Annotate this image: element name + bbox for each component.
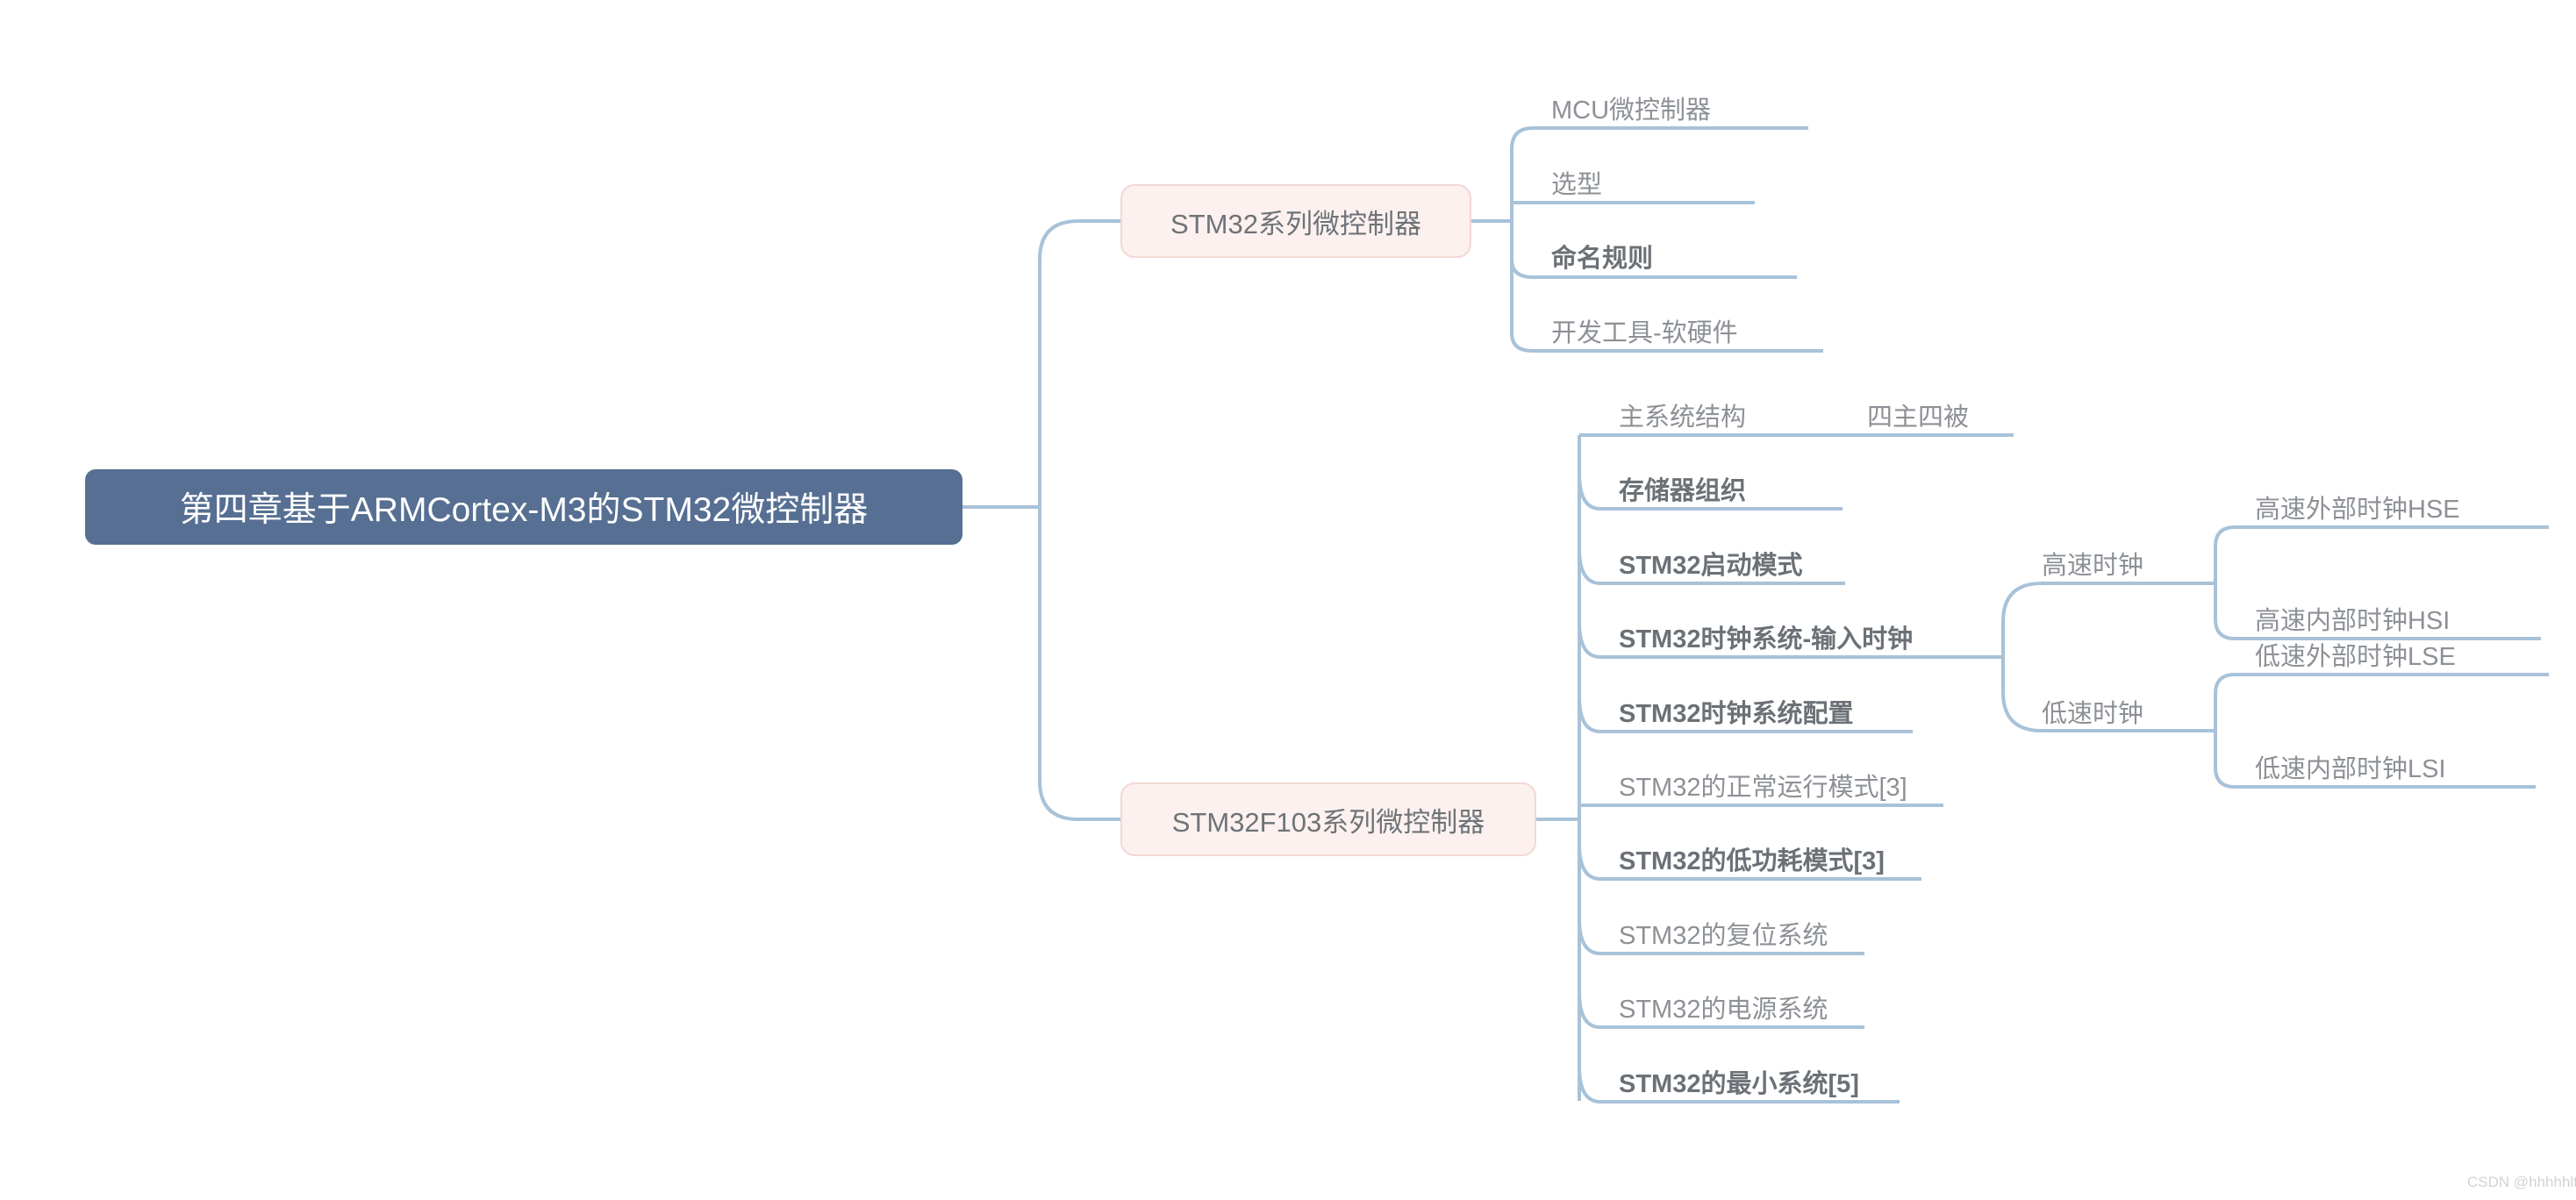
branch-node-label: STM32系列微控制器	[1170, 208, 1421, 239]
branch-node-label: STM32F103系列微控制器	[1171, 806, 1485, 838]
watermark: CSDN @hhhhhlt	[2467, 1174, 2576, 1191]
leaf-hsi[interactable]: 高速内部时钟HSI	[2255, 604, 2450, 639]
leaf-label: 开发工具-软硬件	[1551, 318, 1738, 347]
leaf-label: 选型	[1551, 170, 1603, 199]
leaf-low-speed-clock[interactable]: 低速时钟	[2042, 696, 2143, 732]
edge-b1-leaf-0	[1510, 126, 1808, 150]
branch-node-stm32f103-series[interactable]: STM32F103系列微控制器	[1120, 782, 1536, 856]
leaf-clock-system-input[interactable]: STM32时钟系统-输入时钟	[1619, 622, 1913, 657]
edge-clock-high	[2001, 582, 2123, 623]
leaf-reset-system[interactable]: STM32的复位系统	[1619, 918, 1828, 954]
leaf-label: STM32的电源系统	[1619, 995, 1828, 1024]
leaf-clock-system-config[interactable]: STM32时钟系统配置	[1619, 696, 1853, 732]
leaf-label: STM32的复位系统	[1619, 921, 1828, 950]
leaf-minimum-system[interactable]: STM32的最小系统[5]	[1619, 1067, 1859, 1102]
leaf-label: 低速时钟	[2042, 699, 2144, 728]
leaf-boot-mode[interactable]: STM32启动模式	[1619, 548, 1802, 583]
leaf-lsi[interactable]: 低速内部时钟LSI	[2255, 752, 2446, 787]
leaf-mcu-microcontroller[interactable]: MCU微控制器	[1551, 93, 1711, 128]
leaf-label: 低速内部时钟LSI	[2255, 754, 2446, 783]
leaf-label: STM32的正常运行模式[3]	[1619, 773, 1907, 802]
leaf-label: STM32的最小系统[5]	[1619, 1069, 1859, 1098]
leaf-label: 高速时钟	[2042, 551, 2144, 580]
edge-to-branch-1	[1038, 219, 1120, 261]
edge-leaf-hse	[2214, 525, 2549, 547]
leaf-label: STM32的低功耗模式[3]	[1619, 846, 1885, 875]
edge-leaf-lse	[2214, 673, 2549, 695]
leaf-high-speed-clock[interactable]: 高速时钟	[2042, 548, 2143, 583]
leaf-lse[interactable]: 低速外部时钟LSE	[2255, 639, 2456, 675]
leaf-dev-tools[interactable]: 开发工具-软硬件	[1551, 316, 1738, 351]
branch-node-stm32-series[interactable]: STM32系列微控制器	[1120, 184, 1471, 258]
leaf-label: 低速外部时钟LSE	[2255, 642, 2456, 671]
leaf-memory-organization[interactable]: 存储器组织	[1619, 474, 1746, 509]
leaf-label: 高速外部时钟HSE	[2255, 495, 2460, 524]
leaf-label: 命名规则	[1551, 244, 1654, 273]
leaf-label: 四主四被	[1867, 403, 1970, 432]
leaf-label: STM32时钟系统配置	[1619, 699, 1854, 728]
leaf-label: 主系统结构	[1619, 403, 1747, 432]
leaf-four-master-four-slave[interactable]: 四主四被	[1867, 400, 1969, 435]
leaf-low-power-mode[interactable]: STM32的低功耗模式[3]	[1619, 844, 1885, 879]
leaf-main-system-structure[interactable]: 主系统结构	[1619, 400, 1746, 435]
leaf-normal-run-mode[interactable]: STM32的正常运行模式[3]	[1619, 770, 1907, 805]
leaf-label: 高速内部时钟HSI	[2255, 606, 2451, 635]
watermark-label: CSDN @hhhhhlt	[2467, 1174, 2576, 1190]
root-node[interactable]: 第四章基于ARMCortex-M3的STM32微控制器	[85, 469, 962, 545]
edge-to-branch-2	[1038, 780, 1120, 821]
leaf-label: MCU微控制器	[1551, 96, 1712, 125]
leaf-selection[interactable]: 选型	[1551, 168, 1602, 203]
root-node-label: 第四章基于ARMCortex-M3的STM32微控制器	[179, 491, 869, 529]
leaf-hse[interactable]: 高速外部时钟HSE	[2255, 492, 2460, 527]
leaf-label: STM32启动模式	[1619, 551, 1803, 580]
leaf-label: STM32时钟系统-输入时钟	[1619, 625, 1914, 654]
leaf-label: 存储器组织	[1619, 476, 1747, 505]
leaf-naming-rules[interactable]: 命名规则	[1551, 241, 1653, 276]
leaf-power-system[interactable]: STM32的电源系统	[1619, 992, 1828, 1027]
